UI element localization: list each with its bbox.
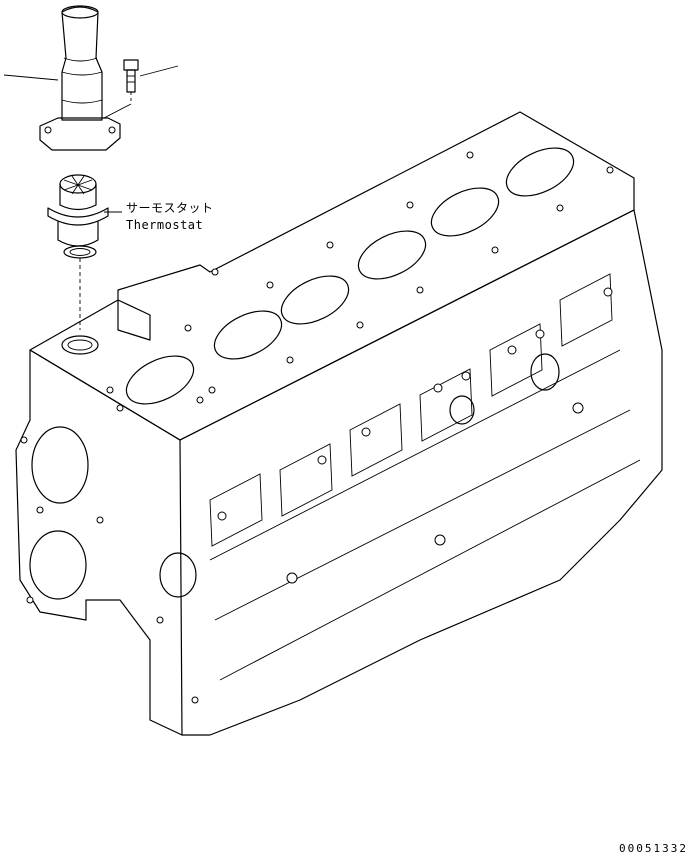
thermostat — [47, 174, 122, 247]
deck-holes — [106, 151, 614, 412]
cylinder-block — [15, 111, 663, 736]
cylinder-bores — [125, 147, 575, 405]
leader-line-bolt — [139, 65, 179, 77]
thermostat-label-japanese: サーモスタット — [126, 201, 214, 215]
thermostat-label-english: Thermostat — [126, 218, 204, 232]
bolt — [103, 59, 179, 119]
water-outlet-housing — [3, 5, 121, 151]
thermostat-seal — [63, 245, 97, 330]
drawing-reference-code: 00051332 — [619, 842, 688, 855]
front-face-openings — [20, 426, 199, 704]
leader-line-housing — [3, 74, 59, 81]
block-side-ribs — [209, 273, 641, 681]
